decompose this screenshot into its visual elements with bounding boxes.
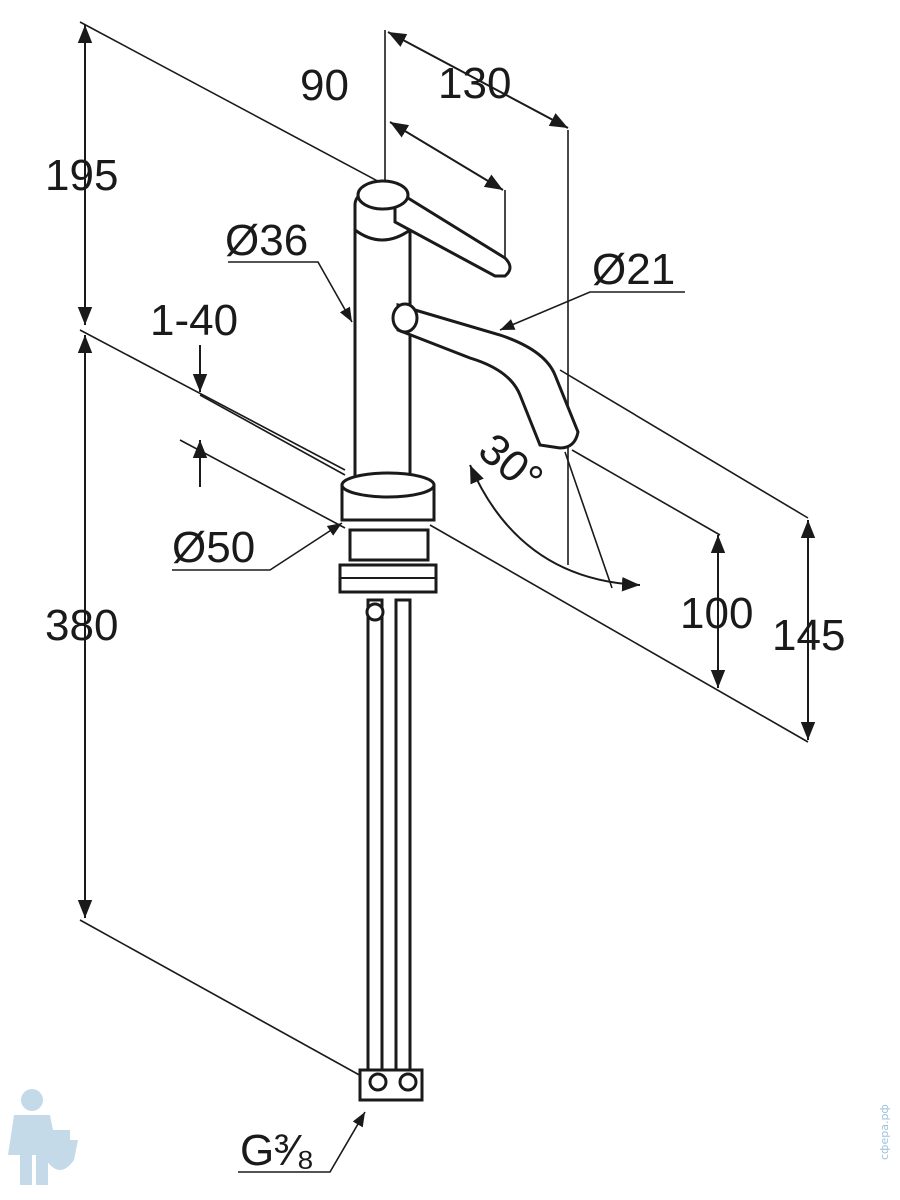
watermark-text: сфера.рф — [878, 1104, 891, 1160]
dim-base-diameter: Ø50 — [172, 523, 255, 572]
dim-spout-height: 100 — [680, 589, 753, 638]
dim-height-bottom: 380 — [45, 601, 118, 650]
dim-outlet-height: 145 — [772, 611, 845, 660]
dim-lever-length: 90 — [300, 61, 349, 110]
dim-spout-diameter: Ø21 — [592, 245, 675, 294]
dim-height-top: 195 — [45, 151, 118, 200]
dim-deck-thickness: 1-40 — [150, 296, 238, 345]
dim-spout-reach: 130 — [438, 59, 511, 108]
faucet-body — [338, 179, 580, 1102]
dim-connection: G³⁄₈ — [240, 1126, 314, 1175]
dimension-lines — [77, 25, 816, 918]
leader-lines — [172, 261, 685, 1173]
dim-body-diameter: Ø36 — [225, 216, 308, 265]
plumber-mascot-logo — [8, 1089, 78, 1185]
